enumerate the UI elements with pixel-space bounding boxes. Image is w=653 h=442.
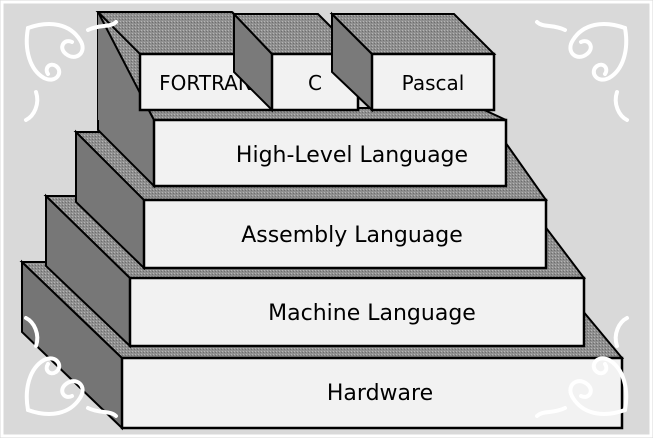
machine-language-label: Machine Language [268,301,476,326]
c-label: C [308,71,322,95]
assembly-language-front [142,198,548,270]
assembly-language-label: Assembly Language [241,223,463,248]
ornament-bottom-left [24,316,118,418]
pascal-front [370,52,496,112]
ornament-top-right [535,20,629,122]
ornament-bottom-right [535,316,629,418]
language-block-pascal: Pascal [329,11,497,113]
ornament-top-left [24,20,118,122]
high-level-language-label: High-Level Language [236,143,468,168]
high-level-language-front [152,118,508,188]
pascal-label: Pascal [402,71,465,95]
machine-language-front [128,276,586,348]
hardware-label: Hardware [327,381,433,406]
